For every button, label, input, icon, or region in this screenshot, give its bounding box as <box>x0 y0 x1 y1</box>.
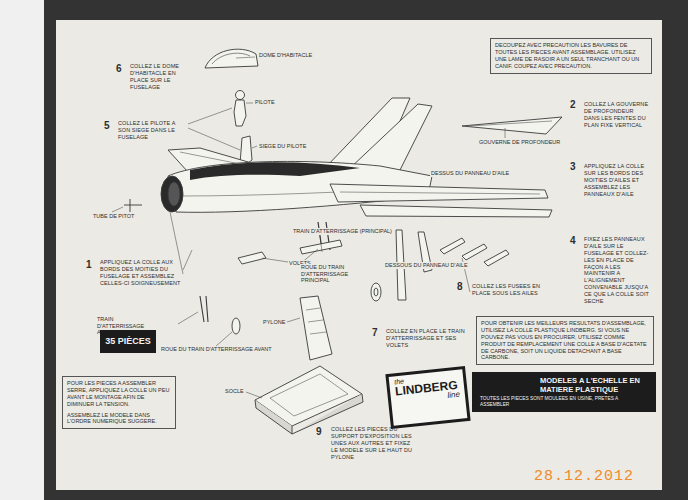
callout-number: 4 <box>570 236 576 246</box>
part-name: GOUVERNE DE PROFONDEUR <box>478 139 561 146</box>
part-name: TUBE DE PITOT <box>92 213 135 220</box>
step-text: APPLIQUEZ LA COLLE AUX BORDS DES MOITIES… <box>100 259 182 287</box>
step-text: COLLEZ LE DOME D'HABITACLE EN PLACE SUR … <box>130 63 194 91</box>
step-text: APPLIQUEZ LA COLLE SUR LES BORDS DES MOI… <box>584 163 650 197</box>
step-text: COLLEZ LA GOUVERNE DE PROFONDEUR DANS LE… <box>584 101 650 129</box>
step-text: COLLEZ LES FUSEES EN PLACE SOUS LES AILE… <box>472 283 542 297</box>
step-text: COLLEZ LES PIECES DU SUPPORT D'EXPOSITIO… <box>331 426 417 460</box>
step-text: COLLEZ EN PLACE LE TRAIN D'ATTERRISSAGE … <box>386 328 466 349</box>
node-text: DECOUPEZ AVEC PRECAUTION LES BAVURES DE … <box>495 42 647 70</box>
node-text: MODELES A L'ECHELLE EN MATIERE PLASTIQUE <box>540 376 650 394</box>
callout-number: 9 <box>316 427 322 437</box>
step-text: COLLEZ LE PILOTE A SON SIEGE DANS LE FUS… <box>118 120 188 141</box>
node-text: 35 PIÈCES <box>103 336 153 347</box>
part-name: ROUE DU TRAIN D'ATTERRISSAGE AVANT <box>160 346 273 353</box>
note-box: POUR LES PIECES A ASSEMBLER SERRE, APPLI… <box>62 376 176 429</box>
brand-logo: theLINDBERGline <box>385 366 470 429</box>
callout-number: 8 <box>457 282 463 292</box>
date-stamp: 28.12.2012 <box>534 468 634 485</box>
node-text: ASSEMBLEZ LE MODELE DANS L'ORDRE NUMERIQ… <box>67 412 171 426</box>
step-text: FIXEZ LES PANNEAUX D'AILE SUR LE FUSELAG… <box>584 236 650 305</box>
node-text: TOUTES LES PIECES SONT MOULEES EN USINE,… <box>480 396 648 408</box>
node-text: POUR OBTENIR LES MEILLEURS RESULTATS D'A… <box>481 320 649 361</box>
callout-number: 2 <box>570 100 576 110</box>
callout-number: 6 <box>116 64 122 74</box>
node-text: POUR LES PIECES A ASSEMBLER SERRE, APPLI… <box>67 380 171 408</box>
callout-number: 5 <box>104 121 110 131</box>
part-name: DOME D'HABITACLE <box>258 52 313 59</box>
part-name: SOCLE <box>224 388 245 395</box>
callout-number: 3 <box>570 162 576 172</box>
callout-number: 7 <box>372 328 378 338</box>
part-name: PYLONE <box>262 319 286 326</box>
note-box: DECOUPEZ AVEC PRECAUTION LES BAVURES DE … <box>490 38 652 74</box>
parts-count-box: 35 PIÈCES <box>100 330 156 353</box>
note-box: POUR OBTENIR LES MEILLEURS RESULTATS D'A… <box>476 316 654 365</box>
callout-number: 1 <box>86 260 92 270</box>
part-name: PILOTE <box>254 99 276 106</box>
brand-banner: MODELES A L'ECHELLE EN MATIERE PLASTIQUE… <box>472 372 656 412</box>
part-name: ROUE DU TRAIN D'ATTERRISSAGE PRINCIPAL <box>300 264 364 284</box>
part-name: SIEGE DU PILOTE <box>258 143 307 150</box>
part-name: TRAIN D'ATTERRISSAGE (PRINCIPAL) <box>292 228 393 235</box>
part-name: DESSOUS DU PANNEAU D'AILE <box>384 262 469 269</box>
part-name: DESSUS DU PANNEAU D'AILE <box>430 170 510 177</box>
